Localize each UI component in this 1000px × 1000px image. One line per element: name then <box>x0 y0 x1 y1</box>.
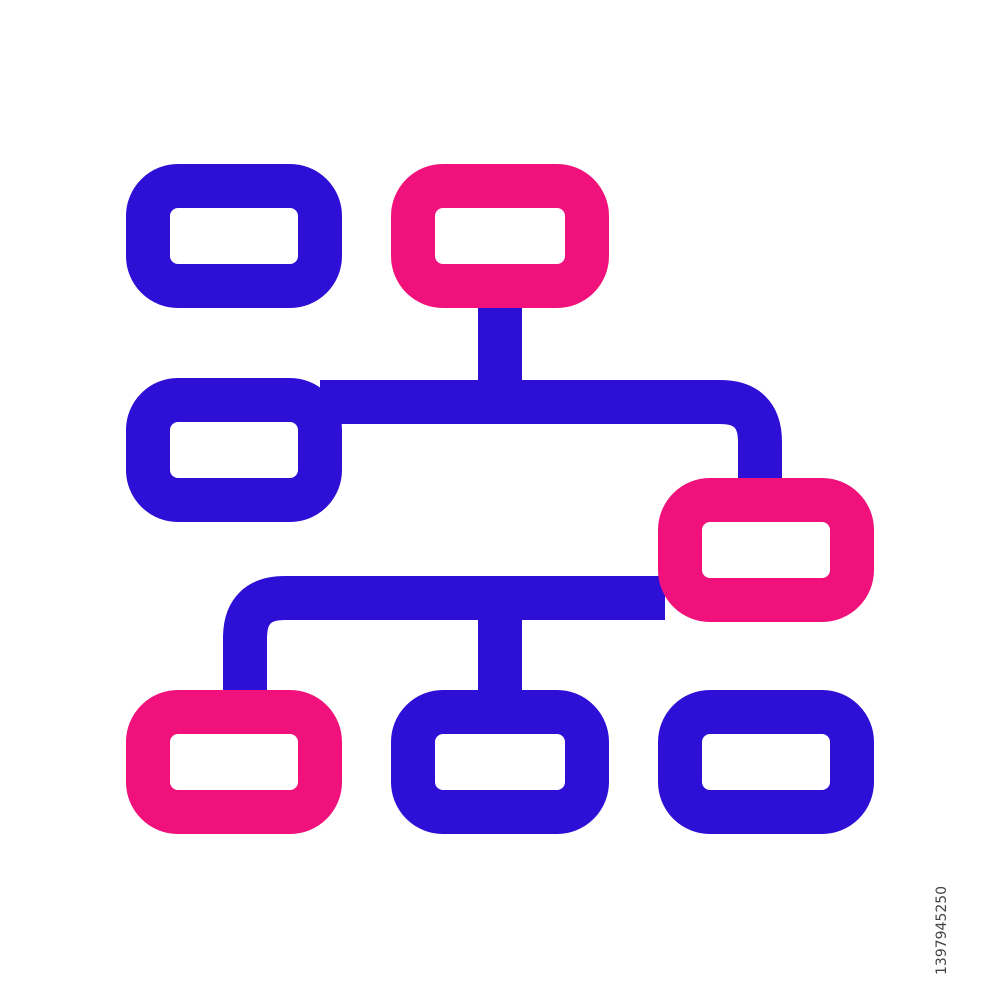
node-bottom-right <box>658 690 874 834</box>
node-bottom-center <box>391 690 609 834</box>
node-top-left <box>126 164 342 308</box>
stock-watermark-id: 1397945250 <box>934 885 950 975</box>
node-mid-left <box>126 378 342 522</box>
node-mid-right <box>658 478 874 622</box>
connector-lower-branch <box>223 576 665 692</box>
node-bottom-left <box>126 690 342 834</box>
connector-mid-branch <box>320 380 782 482</box>
node-top-root <box>391 164 609 308</box>
